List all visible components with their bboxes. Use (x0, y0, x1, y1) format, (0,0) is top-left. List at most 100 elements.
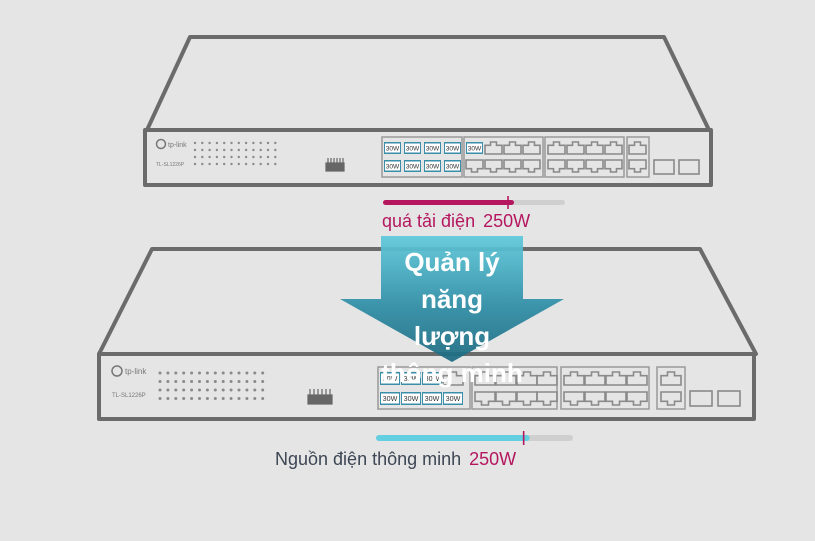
poe-port-label: 30W (383, 375, 398, 383)
ethernet-port (604, 159, 623, 173)
status-led (174, 371, 178, 375)
status-led (223, 148, 226, 152)
bottom-switch-caption: Nguồn điện thông minh 250W (275, 449, 516, 470)
status-led (274, 162, 277, 166)
status-led (266, 148, 270, 152)
poe-port-label: 30W (406, 164, 420, 171)
ethernet-port (522, 159, 541, 173)
status-led (229, 380, 233, 383)
ethernet-port (484, 159, 503, 173)
bottom-load-bar (376, 431, 573, 445)
status-led (221, 388, 225, 392)
poe-port-label-bg (445, 161, 460, 171)
status-led (198, 380, 201, 383)
ethernet-port (465, 159, 484, 173)
status-led (253, 388, 257, 392)
status-led (230, 162, 233, 166)
ethernet-port (626, 371, 648, 386)
top-switch-sfp-ports (653, 159, 700, 175)
status-led (182, 380, 186, 383)
poe-port-label-bg (402, 393, 420, 404)
bottom-load-bar-fill (376, 435, 530, 441)
poe-port-label: 30W (425, 395, 440, 403)
status-led (244, 155, 248, 159)
status-led (208, 162, 211, 166)
status-led (237, 380, 241, 383)
bottom-switch-front-panel (97, 352, 756, 421)
tp-link-logo-icon (111, 365, 123, 377)
top-switch-brand: tp-link (168, 142, 187, 149)
status-led (252, 148, 255, 152)
status-led (215, 162, 219, 166)
status-led (229, 371, 233, 375)
status-led (245, 388, 249, 392)
status-led (158, 371, 162, 375)
status-led (230, 141, 233, 145)
status-led (166, 397, 170, 400)
tp-link-logo-icon (155, 138, 167, 150)
status-led (252, 155, 255, 159)
status-led (245, 397, 249, 400)
ethernet-port (547, 159, 566, 173)
status-led (245, 380, 249, 383)
status-led (229, 388, 233, 392)
status-led (205, 380, 209, 383)
poe-port-label-bg (423, 393, 441, 404)
status-led (166, 380, 170, 383)
ethernet-port (503, 159, 522, 173)
status-led (190, 380, 194, 383)
poe-port-label: 30W (446, 164, 460, 171)
status-led (213, 380, 217, 383)
ethernet-port (495, 391, 517, 406)
status-led (261, 397, 265, 400)
status-led (252, 141, 255, 145)
ethernet-port (563, 371, 585, 386)
status-led (205, 388, 209, 392)
ethernet-port (660, 371, 682, 386)
top-switch-model: TL-SL1226P (156, 162, 185, 168)
status-led (223, 141, 226, 145)
ethernet-port (585, 159, 604, 173)
status-led (274, 148, 277, 152)
poe-port-label: 30W (425, 375, 440, 383)
ethernet-port (442, 371, 464, 386)
status-led (182, 397, 186, 400)
status-led (261, 380, 265, 383)
poe-port-label: 30W (468, 146, 482, 153)
ethernet-port (605, 371, 627, 386)
poe-port-label-bg (467, 143, 482, 153)
poe-port-label-bg (381, 373, 399, 384)
status-led (252, 162, 255, 166)
ethernet-port (604, 141, 623, 155)
poe-port-label: 30W (386, 164, 400, 171)
ethernet-port (484, 141, 503, 155)
ethernet-port (547, 141, 566, 155)
bottom-switch-label: Nguồn điện thông minh (275, 449, 462, 469)
top-switch-console-port (325, 158, 345, 172)
status-led (221, 380, 225, 383)
status-led (266, 162, 270, 166)
status-led (208, 148, 211, 152)
status-led (266, 141, 270, 145)
status-led (166, 371, 170, 375)
top-switch-caption: quá tải điện 250W (382, 211, 530, 232)
poe-port-label: 30W (386, 146, 400, 153)
status-led (237, 162, 240, 166)
ethernet-port (503, 141, 522, 155)
status-led (244, 141, 248, 145)
bottom-switch-console-port (307, 389, 333, 405)
top-switch-port-block-border (381, 136, 650, 178)
status-led (166, 388, 170, 392)
ethernet-port (474, 391, 496, 406)
ethernet-port (584, 371, 606, 386)
status-led (215, 141, 219, 145)
status-led (253, 397, 257, 400)
ethernet-port (566, 159, 585, 173)
status-led (237, 371, 241, 375)
status-led (215, 148, 219, 152)
down-arrow-icon (340, 236, 564, 362)
poe-port-label: 30W (446, 146, 460, 153)
status-led (221, 371, 225, 375)
